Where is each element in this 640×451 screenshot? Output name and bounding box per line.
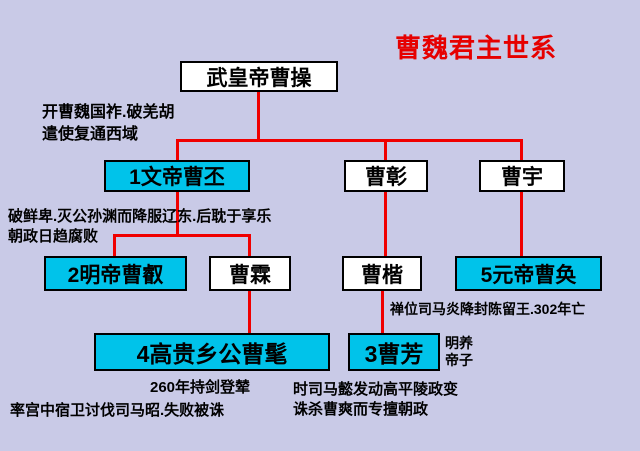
connector-caoyu-caohuan [520, 192, 523, 257]
node-caoyu: 曹宇 [479, 160, 565, 192]
node-caofang: 3曹芳 [348, 333, 440, 371]
node-caomao: 4高贵乡公曹髦 [94, 333, 330, 371]
connector-to-caozhang [384, 139, 387, 161]
connector-caopi-down [176, 192, 179, 237]
connector-to-caorui [113, 234, 116, 257]
node-caokai: 曹楷 [342, 256, 422, 291]
node-caorui: 2明帝曹叡 [44, 256, 187, 291]
node-caohuan: 5元帝曹奂 [455, 256, 602, 291]
connector-to-caolin [248, 234, 251, 257]
note-caofang-below: 时司马懿发动高平陵政变 诛杀曹爽而专擅朝政 [293, 381, 459, 419]
connector-caozhang-caokai [384, 192, 387, 257]
node-caocao: 武皇帝曹操 [180, 61, 338, 92]
diagram-title: 曹魏君主世系 [395, 33, 558, 63]
connector-caolin-caomao [248, 291, 251, 334]
note-caocao: 开曹魏国祚.破羌胡 遣使复通西域 [42, 104, 175, 143]
note-caofang-adopted: 明养 帝子 [445, 335, 473, 368]
node-caozhang: 曹彰 [344, 160, 428, 192]
connector-caokai-caofang [381, 291, 384, 334]
note-caomao-1: 260年持剑登辇 [150, 379, 251, 396]
connector-to-caopi [176, 139, 179, 161]
note-caohuan: 禅位司马炎降封陈留王.302年亡 [390, 301, 586, 317]
connector-caocao-down [257, 92, 260, 141]
note-caopi: 破鲜卑.灭公孙渊而降服辽东.后耽于享乐 朝政日趋腐败 [8, 208, 272, 246]
connector-to-caoyu [520, 139, 523, 161]
note-caomao-2: 率宫中宿卫讨伐司马昭.失败被诛 [10, 402, 225, 419]
connector-gen3-horizontal [113, 234, 251, 237]
connector-gen2-horizontal [176, 139, 523, 142]
node-caolin: 曹霖 [209, 256, 291, 291]
node-caopi: 1文帝曹丕 [104, 160, 250, 192]
